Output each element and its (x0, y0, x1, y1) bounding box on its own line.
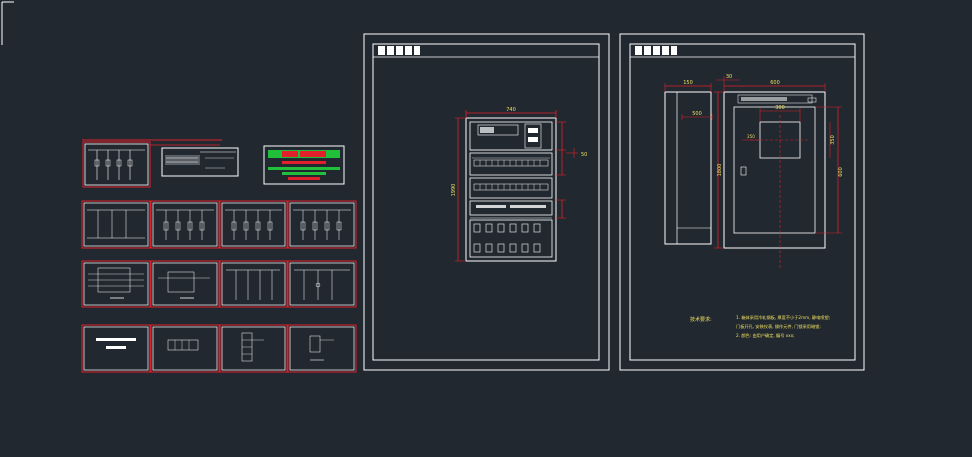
sheet-thumbnail-row3-3[interactable] (219, 260, 288, 308)
breaker-row-2 (473, 183, 549, 191)
sheet-thumbnail-1[interactable] (82, 141, 220, 188)
dim-cabinet-width: 740 (506, 107, 516, 113)
note-line-3: 2. 颜色: 由用户确定, 编号 xxx; (736, 332, 795, 339)
title-block-cabinet (378, 46, 420, 55)
thumbnail-sheets (81, 139, 357, 373)
dim-enclosure-width: 600 (770, 80, 780, 86)
dim-enclosure-height: 1800 (717, 164, 723, 177)
title-block-enclosure (635, 46, 677, 55)
sheet-thumbnail-2[interactable] (161, 147, 239, 177)
dim-enclosure-inner: 500 (692, 111, 702, 117)
note-line-2: 门板开孔, 安装仪表, 操作元件, 门锁采用暗锁; (736, 323, 821, 330)
cabinet-layout-sheet[interactable]: 740 1990 50 (363, 33, 610, 371)
dim-enclosure-right: 600 (838, 167, 844, 177)
sheet-thumbnail-row2-1[interactable] (81, 200, 151, 249)
sheet-thumbnail-3[interactable] (263, 145, 345, 185)
sheet-thumbnail-row3-1[interactable] (81, 260, 151, 308)
enclosure-side-view (664, 91, 712, 245)
note-line-1: 1. 箱体采用冷轧钢板, 厚度不小于2mm, 静电喷塑; (736, 314, 830, 321)
dim-cabinet-height: 1990 (451, 184, 457, 197)
sheet-thumbnail-row4-4[interactable] (287, 324, 357, 373)
sheet-thumbnail-row4-1[interactable] (81, 324, 151, 373)
ucs-marker (1, 1, 14, 45)
sheet-thumbnail-row3-4[interactable] (287, 260, 357, 308)
sheet-thumbnail-row3-2[interactable] (150, 260, 220, 308)
sheet-thumbnail-row2-3[interactable] (219, 200, 288, 249)
sheet-thumbnail-row2-4[interactable] (287, 200, 357, 249)
technical-notes: 技术要求: 1. 箱体采用冷轧钢板, 厚度不小于2mm, 静电喷塑; 门板开孔,… (690, 314, 830, 339)
sheet-thumbnail-row2-2[interactable] (150, 200, 220, 249)
sheet-thumbnail-row4-2[interactable] (150, 324, 220, 373)
enclosure-front-view (723, 91, 826, 270)
dim-cabinet-side: 50 (581, 152, 587, 158)
dim-enclosure-depth: 150 (683, 80, 693, 86)
enclosure-drawing-sheet[interactable]: 150 30 600 500 300 600 350 1800 (619, 33, 865, 371)
notes-title: 技术要求: (690, 316, 712, 323)
dim-enclosure-gap: 250 (747, 134, 755, 139)
dim-enclosure-window: 300 (775, 105, 785, 111)
dim-enclosure-gap-top: 30 (726, 74, 732, 80)
breaker-row-1 (473, 159, 549, 167)
sheet-thumbnail-row4-3[interactable] (219, 324, 288, 373)
cabinet-front-view (465, 117, 557, 262)
enclosure-dimensions: 150 30 600 500 300 600 350 1800 (664, 74, 844, 249)
dim-enclosure-window-height: 350 (830, 135, 836, 145)
cabinet-dimensions: 740 1990 50 (451, 107, 587, 262)
